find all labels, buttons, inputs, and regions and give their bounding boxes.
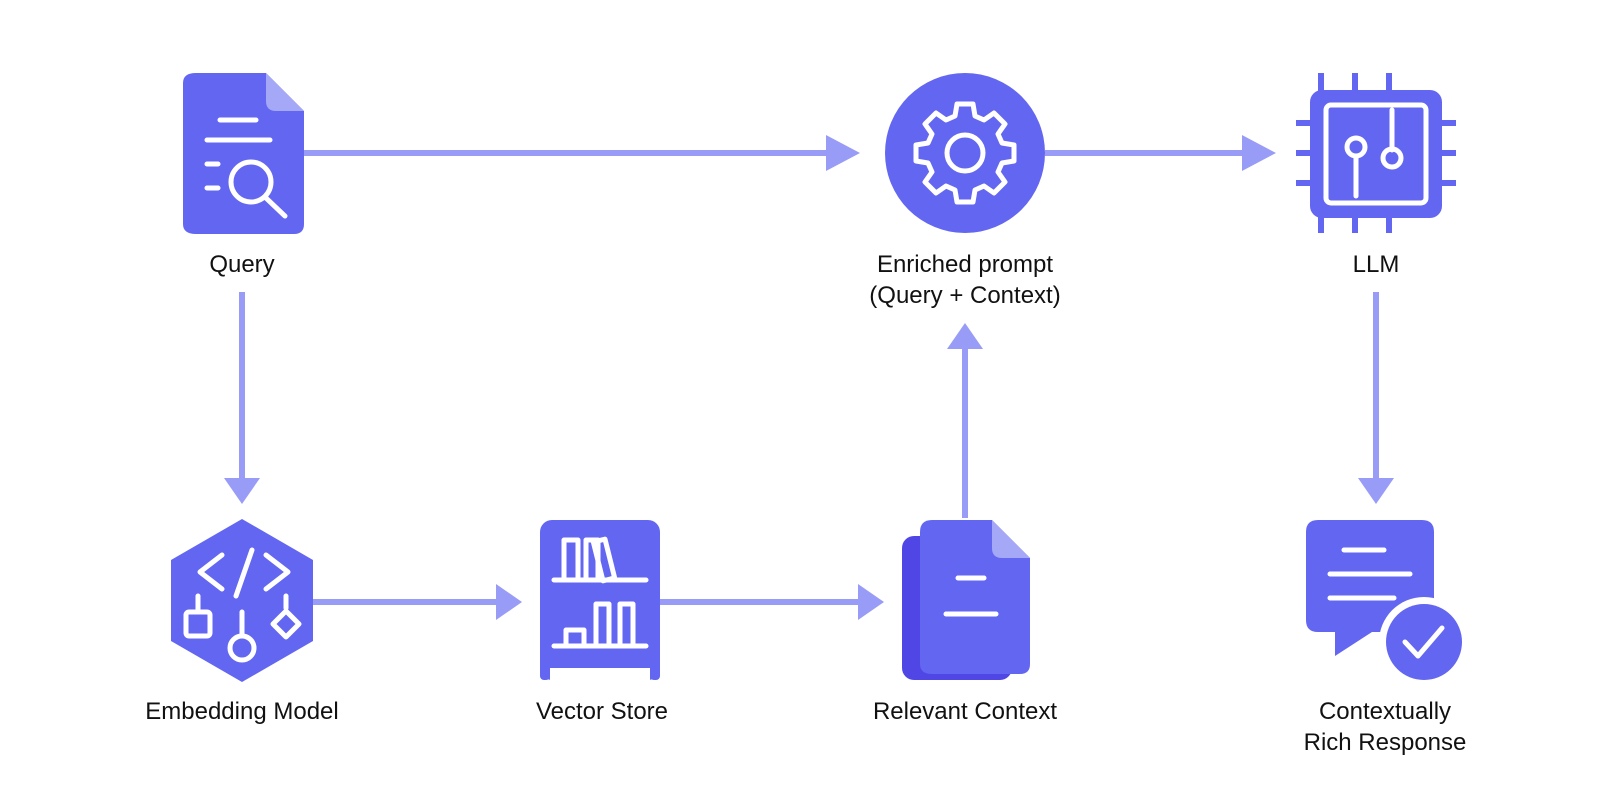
gear-icon (885, 73, 1045, 233)
arrow-relevant-context-to-enriched-prompt (947, 323, 983, 518)
enriched-prompt-label-line2: (Query + Context) (869, 282, 1060, 309)
response-label-line2: Rich Response (1304, 729, 1467, 756)
chat-check-icon (1306, 520, 1469, 687)
arrow-query-to-embedding-model (224, 292, 260, 504)
code-hexagon-icon (171, 519, 313, 682)
chip-icon (1296, 73, 1456, 233)
vector-store-label: Vector Store (536, 698, 668, 725)
arrow-enriched-prompt-to-llm (1045, 135, 1276, 171)
query-label: Query (209, 251, 274, 278)
embedding-model-label: Embedding Model (145, 698, 338, 725)
enriched-prompt-label-line1: Enriched prompt (877, 251, 1053, 278)
document-search-icon (183, 73, 304, 234)
llm-label: LLM (1353, 251, 1400, 278)
arrow-llm-to-response (1358, 292, 1394, 504)
arrow-query-to-enriched-prompt (300, 135, 860, 171)
bookshelf-icon (540, 520, 660, 682)
arrow-vector-store-to-relevant-context (660, 584, 884, 620)
documents-icon (902, 520, 1030, 680)
arrow-embedding-model-to-vector-store (312, 584, 522, 620)
relevant-context-label: Relevant Context (873, 698, 1057, 725)
response-label-line1: Contextually (1319, 698, 1451, 725)
